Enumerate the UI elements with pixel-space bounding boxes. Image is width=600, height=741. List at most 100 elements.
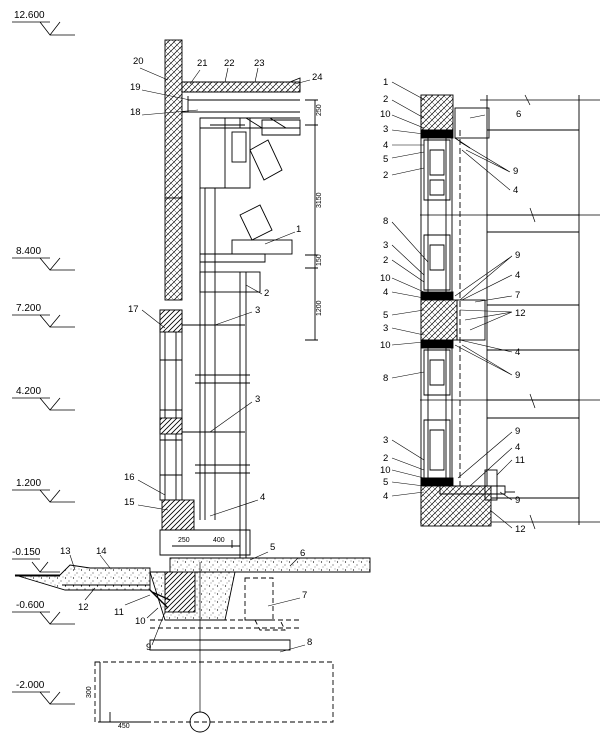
dim-left-250: 250	[316, 104, 323, 116]
detail-callout-bot-12: 12	[515, 524, 526, 535]
callout-18: 18	[130, 107, 141, 118]
callout-11: 11	[114, 607, 124, 618]
detail-callout-bot-10: 10	[380, 465, 391, 476]
callout-23: 23	[254, 58, 265, 69]
callout-9: 9	[146, 642, 151, 653]
right-callout-labels: 1 2 10 3 4 5 2 6 9 4 8 3 2 10 4 5 3 10 8…	[380, 77, 526, 535]
detail-callout-mid-4: 4	[383, 287, 388, 298]
callout-5: 5	[270, 542, 275, 553]
axis-marker	[189, 711, 211, 733]
dim-left-250b: 250	[178, 537, 190, 544]
callout-6: 6	[300, 548, 305, 559]
detail-callout-top-4: 4	[383, 140, 388, 151]
grade-beam	[94, 661, 334, 723]
level-label-8400: 8.400	[16, 246, 41, 257]
left-section	[14, 39, 371, 733]
detail-callout-bot-4: 4	[383, 491, 388, 502]
detail-callout-mid-4c: 4	[515, 347, 520, 358]
detail-callout-mid-12: 12	[515, 308, 526, 319]
detail-callout-top-6: 6	[516, 109, 521, 120]
detail-callout-mid-3: 3	[383, 240, 388, 251]
level-label-4200: 4.200	[16, 386, 41, 397]
plinth-block	[161, 499, 195, 531]
detail-callout-top-3: 3	[383, 124, 388, 135]
level-mark-m0600	[12, 611, 75, 625]
detail-callout-mid-8b: 8	[383, 373, 388, 384]
pile-footing	[244, 577, 274, 621]
level-mark-1200	[12, 489, 75, 503]
dim-left-450: 450	[118, 723, 130, 730]
detail-callout-bot-11: 11	[515, 455, 525, 466]
callout-1: 1	[296, 224, 301, 235]
dim-left-3150: 3150	[316, 192, 323, 208]
callout-21: 21	[197, 58, 208, 69]
callout-20: 20	[133, 56, 144, 67]
level-label-1200: 1.200	[16, 478, 41, 489]
detail-sill	[420, 485, 492, 527]
detail-callout-mid-10: 10	[380, 273, 391, 284]
callout-24: 24	[312, 72, 323, 83]
detail-callout-top-10: 10	[380, 109, 391, 120]
floor-slab	[169, 557, 371, 573]
detail-callout-mid-7: 7	[515, 290, 520, 301]
callout-14: 14	[96, 546, 107, 557]
detail-callout-top-1: 1	[383, 77, 388, 88]
level-label-m2000: -2.000	[16, 680, 45, 691]
detail-callout-mid-10b: 10	[380, 340, 391, 351]
dim-left-150: 150	[316, 254, 323, 266]
column-inner	[199, 188, 216, 520]
dim-left-300: 300	[86, 686, 93, 698]
detail-callout-mid-9b: 9	[515, 370, 520, 381]
callout-12: 12	[78, 602, 89, 613]
callout-22: 22	[224, 58, 235, 69]
detail-callout-top-2b: 2	[383, 170, 388, 181]
detail-callout-mid-2: 2	[383, 255, 388, 266]
ground-exterior	[14, 564, 151, 591]
detail-mullion	[420, 299, 458, 341]
detail-callout-bot-2: 2	[383, 453, 388, 464]
level-mark-7200	[12, 314, 75, 328]
detail-callout-mid-8: 8	[383, 216, 388, 227]
callout-13: 13	[60, 546, 71, 557]
callout-3a: 3	[255, 305, 260, 316]
level-mark-4200	[12, 397, 75, 411]
callout-3b: 3	[255, 394, 260, 405]
detail-lintel	[420, 94, 454, 131]
callout-10: 10	[135, 616, 146, 627]
detail-callout-bot-5: 5	[383, 477, 388, 488]
detail-callout-bot-4b: 4	[515, 442, 520, 453]
detail-callout-mid-4b: 4	[515, 270, 520, 281]
callout-2: 2	[264, 288, 269, 299]
callout-8: 8	[307, 637, 312, 648]
level-marks	[12, 21, 75, 705]
callout-4: 4	[260, 492, 265, 503]
left-leaders	[69, 67, 311, 653]
left-callout-labels: 20 21 22 23 24 19 18 1 2 17 3 3 16 15 4 …	[60, 56, 323, 653]
level-mark-8400	[12, 257, 75, 271]
detail-callout-mid-3b: 3	[383, 323, 388, 334]
wall-panel-middle	[164, 197, 183, 301]
detail-callout-top-9: 9	[513, 166, 518, 177]
detail-callout-bot-3: 3	[383, 435, 388, 446]
detail-callout-bot-9: 9	[515, 426, 520, 437]
level-label-12600: 12.600	[14, 10, 45, 21]
roof-slab	[181, 81, 301, 93]
right-leaders	[391, 81, 513, 529]
callout-17: 17	[128, 304, 139, 315]
callout-16: 16	[124, 472, 135, 483]
wall-panel-upper	[164, 39, 183, 199]
dim-left-400: 400	[213, 537, 225, 544]
level-mark-12600	[12, 21, 75, 36]
detail-callout-top-2: 2	[383, 94, 388, 105]
level-label-7200: 7.200	[16, 303, 41, 314]
window-band	[159, 309, 183, 501]
level-mark-m2000	[12, 691, 75, 705]
level-label-m0150: -0.150	[12, 547, 41, 558]
detail-callout-top-5: 5	[383, 154, 388, 165]
detail-callout-mid-5: 5	[383, 310, 388, 321]
detail-callout-bot-9b: 9	[515, 495, 520, 506]
column-outer	[239, 272, 247, 560]
level-label-m0600: -0.600	[16, 600, 45, 611]
callout-15: 15	[124, 497, 135, 508]
